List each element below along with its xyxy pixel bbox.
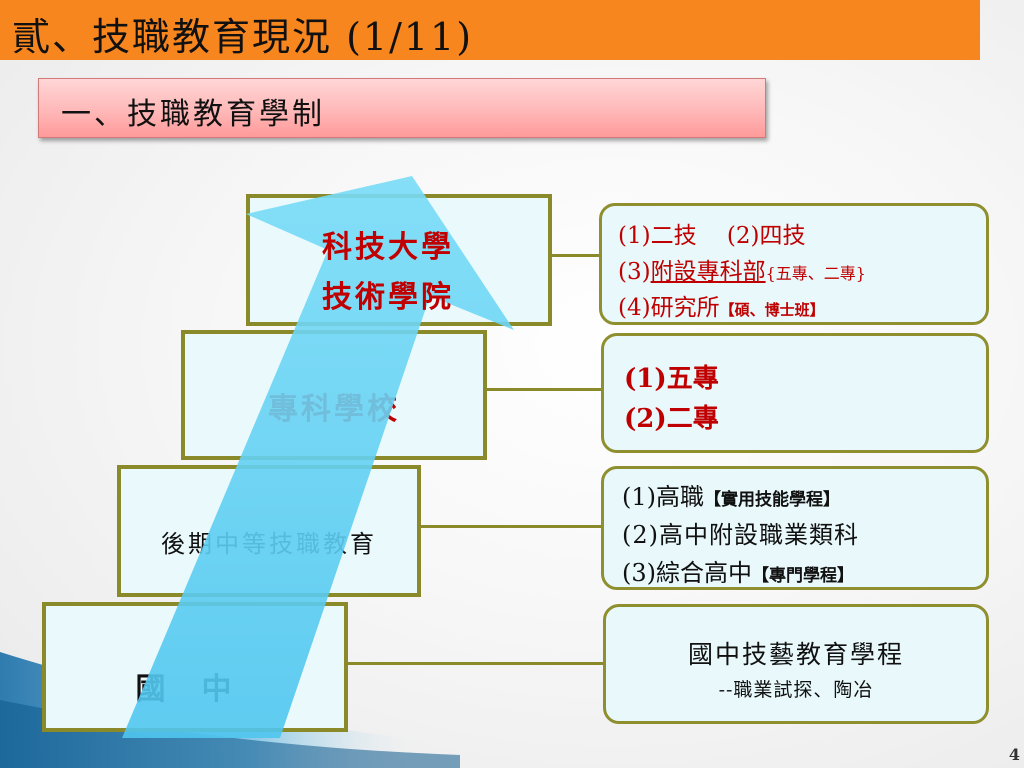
- section-heading: 一、技職教育學制: [61, 97, 325, 132]
- info-senior-vocational-line1: (1)高職【實用技能學程】: [622, 477, 840, 512]
- info-university-line2: (3)附設專科部{五專、二專}: [618, 252, 866, 286]
- info-junior-college-line1: (1)五專: [624, 364, 719, 394]
- info-senior-vocational-line2: (2)高中附設職業類科: [622, 521, 859, 549]
- info-university-line2-num: (3): [618, 259, 651, 285]
- info-box-university: (1)二技 (2)四技 (3)附設專科部{五專、二專} (4)研究所【碩、博士班…: [599, 203, 989, 325]
- connector-junior-high: [346, 662, 604, 665]
- info-junior-college-line2: (2)二專: [624, 404, 719, 434]
- info-senior-vocational-line3-note: 【專門學程】: [752, 566, 854, 586]
- section-heading-box: 一、技職教育學制: [38, 78, 766, 138]
- info-university-line3: (4)研究所【碩、博士班】: [618, 288, 825, 322]
- info-university-line1: (1)二技 (2)四技: [618, 223, 806, 249]
- info-junior-high-line2: --職業試探、陶冶: [718, 679, 874, 701]
- page-number: 4: [1008, 745, 1020, 764]
- title-bar: 貳、技職教育現況 (1/11): [0, 0, 980, 60]
- info-university-line3-note: 【碩、博士班】: [719, 301, 825, 319]
- info-senior-vocational-line3: (3)綜合高中【專門學程】: [622, 553, 854, 588]
- slide-title: 貳、技職教育現況 (1/11): [12, 15, 474, 59]
- level-label-university-2: 技術學院: [322, 280, 454, 315]
- level-label-university-1: 科技大學: [322, 230, 454, 265]
- info-university-line2-dept: 附設專科部: [650, 259, 766, 285]
- connector-junior-college: [485, 388, 603, 391]
- info-senior-vocational-line1-note: 【實用技能學程】: [704, 490, 840, 510]
- info-box-senior-vocational: (1)高職【實用技能學程】 (2)高中附設職業類科 (3)綜合高中【專門學程】: [601, 466, 989, 590]
- info-university-line3-main: (4)研究所: [618, 295, 720, 321]
- connector-university: [550, 254, 600, 257]
- info-box-junior-high: 國中技藝教育學程 --職業試探、陶冶: [603, 604, 989, 724]
- connector-senior-vocational: [420, 525, 603, 528]
- info-university-line2-note: {五專、二專}: [765, 264, 866, 283]
- info-senior-vocational-line1-main: (1)高職: [622, 483, 704, 511]
- info-box-junior-college: (1)五專 (2)二專: [601, 333, 989, 453]
- info-senior-vocational-line3-main: (3)綜合高中: [622, 559, 752, 587]
- info-junior-high-line1: 國中技藝教育學程: [687, 640, 904, 669]
